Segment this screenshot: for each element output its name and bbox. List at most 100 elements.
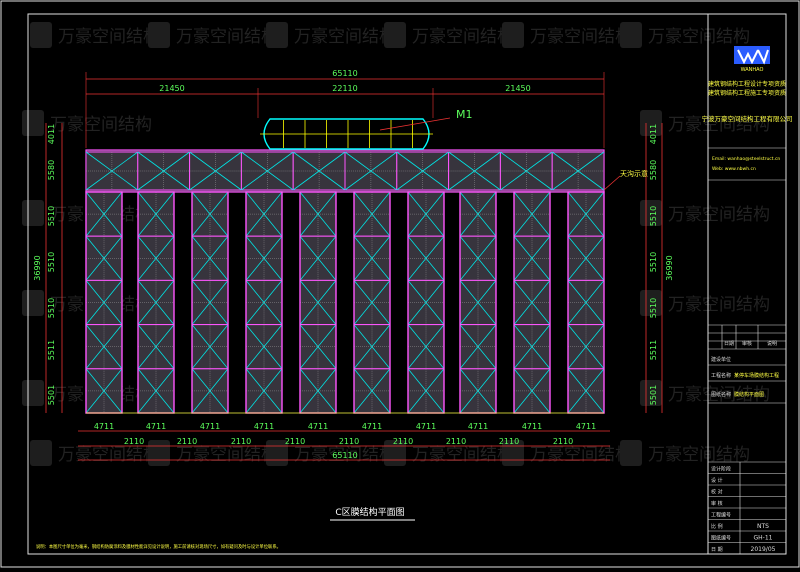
watermark-logo-icon [640,290,662,316]
label-project-name: 工程名称 [711,372,731,379]
m1-leader-line [379,117,451,131]
dimension-layer [45,72,663,461]
dim-gap-label: 2110 [339,437,359,446]
title-block-row-label: 日 期 [711,547,723,553]
dim-gap-label: 2110 [177,437,197,446]
title-block-row-label: 设 计 [711,477,723,484]
drawing-name-value: 膜结构平面图 [734,391,764,398]
dim-column-width-label: 4711 [576,422,596,431]
membrane-plan [85,149,605,414]
project-name-value: 某停车场膜结构工程 [734,372,779,379]
dim-column-width-label: 4711 [362,422,382,431]
watermark-tile: 万豪空间结构 [148,440,278,466]
title-block-row-label: 比 例 [711,523,723,530]
dim-side-label: 5501 [649,385,658,405]
watermark-text: 万豪空间结构 [668,294,770,315]
label-construction-unit: 建设单位 [711,356,731,363]
watermark-logo-icon [22,380,44,406]
watermark-logo-icon [502,440,524,466]
watermark-tile: 万豪空间结构 [640,290,770,316]
watermark-text: 万豪空间结构 [668,114,770,135]
watermark-logo-icon [266,22,288,48]
footer-note: 说明：本图尺寸单位为毫米，钢结构防腐涂料及膜材性能详见设计说明，施工前请核对现场… [36,543,281,550]
dim-side-label: 4011 [649,124,658,144]
watermark-logo-icon [640,110,662,136]
column-strip [459,191,497,414]
dim-side-label: 5510 [47,206,56,226]
dim-side-label: 5510 [649,252,658,272]
dim-column-width-label: 4711 [308,422,328,431]
dim-gap-label: 2110 [446,437,466,446]
watermark-text: 万豪空间结构 [176,444,278,465]
dim-left-overall: 36990 [33,255,42,280]
sig-header-3: 说明 [767,340,777,347]
watermark-tile: 万豪空间结构 [620,22,750,48]
watermark-logo-icon [22,290,44,316]
dim-side-label: 5510 [47,252,56,272]
dim-side-label: 5580 [47,160,56,180]
dim-column-width-label: 4711 [254,422,274,431]
title-block-row-label: 校 对 [711,489,723,496]
watermark-tile: 万豪空间结构 [640,200,770,226]
gutter-leader-line [603,175,621,191]
watermark-text: 万豪空间结构 [648,26,750,47]
dim-side-label: 5510 [649,206,658,226]
column-strip [85,191,123,414]
dim-gap-label: 2110 [393,437,413,446]
watermark-text: 万豪空间结构 [530,26,632,47]
watermark-logo-icon [30,440,52,466]
membrane-cushion-m1 [260,118,433,150]
dim-gap-label: 2110 [231,437,251,446]
column-strip [245,191,283,414]
dim-top-left: 21450 [159,84,184,93]
watermark-logo-icon [620,440,642,466]
watermark-logo-icon [22,110,44,136]
watermark-logo-icon [22,200,44,226]
title-block-row-label: 图纸编号 [711,535,731,542]
watermark-text: 万豪空间结构 [176,26,278,47]
watermark-logo-icon [640,200,662,226]
dim-side-label: 5510 [47,298,56,318]
dim-top-overall: 65110 [332,69,357,78]
dim-gap-label: 2110 [124,437,144,446]
column-strip [567,191,605,414]
dim-column-width-label: 4711 [200,422,220,431]
watermark-tile: 万豪空间结构 [148,22,278,48]
dim-side-label: 5510 [649,298,658,318]
watermark-tile: 万豪空间结构 [620,440,750,466]
dim-side-label: 4011 [47,124,56,144]
column-strip [353,191,391,414]
dim-side-label: 5511 [649,340,658,360]
dim-side-label: 5501 [47,385,56,405]
company-logo [734,46,770,65]
watermark-tile: 万豪空间结构 [502,22,632,48]
column-strip [137,191,175,414]
column-strip [513,191,551,414]
watermark-text: 万豪空间结构 [668,204,770,225]
watermark-logo-icon [640,380,662,406]
watermark-text: 万豪空间结构 [412,444,514,465]
label-drawing-name: 图纸名称 [711,391,731,398]
watermark-logo-icon [30,22,52,48]
watermark-tile: 万豪空间结构 [266,22,396,48]
sig-header-1: 审核 [742,340,752,347]
watermark-tile: 万豪空间结构 [640,110,770,136]
watermark-text: 万豪空间结构 [50,114,152,135]
watermark-logo-icon [266,440,288,466]
qualification-text-1: 建筑钢结构工程设计专项资质 [708,80,786,88]
watermark-text: 万豪空间结构 [668,384,770,405]
watermark-logo-icon [148,22,170,48]
dim-column-width-label: 4711 [468,422,488,431]
column-strip [299,191,337,414]
watermark-text: 万豪空间结构 [294,26,396,47]
watermark-logo-icon [384,22,406,48]
watermark-tile: 万豪空间结构 [384,22,514,48]
dim-top-middle: 22110 [332,84,357,93]
watermark-text: 万豪空间结构 [530,444,632,465]
dim-column-width-label: 4711 [522,422,542,431]
column-strip [407,191,445,414]
